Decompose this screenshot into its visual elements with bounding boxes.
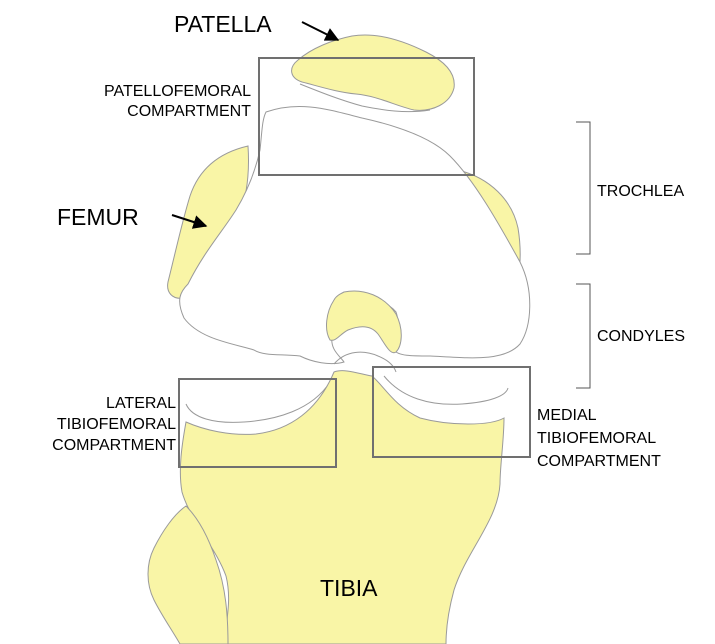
patella-arrow [302, 22, 338, 40]
medial-label-line1: MEDIAL [537, 407, 597, 424]
lateral-label-line1: LATERAL [106, 395, 176, 412]
medial-label-line3: COMPARTMENT [537, 453, 661, 470]
tibia-label: TIBIA [320, 575, 378, 601]
lateral-label-line3: COMPARTMENT [52, 437, 176, 454]
medial-condyle-edge [384, 376, 508, 404]
femur-label: FEMUR [57, 204, 139, 230]
medial-label-line2: TIBIOFEMORAL [537, 430, 656, 447]
condyles-label: CONDYLES [597, 328, 685, 345]
trochlea-label: TROCHLEA [597, 183, 684, 200]
patellofemoral-label-line2: COMPARTMENT [127, 103, 251, 120]
patella-label: PATELLA [174, 11, 272, 37]
tibia-outline [180, 371, 504, 644]
lateral-label-line2: TIBIOFEMORAL [57, 416, 176, 433]
patellofemoral-label-line1: PATELLOFEMORAL [104, 83, 251, 100]
condyles-bracket [576, 284, 590, 388]
trochlea-bracket [576, 122, 590, 254]
patella-outline [292, 35, 455, 110]
